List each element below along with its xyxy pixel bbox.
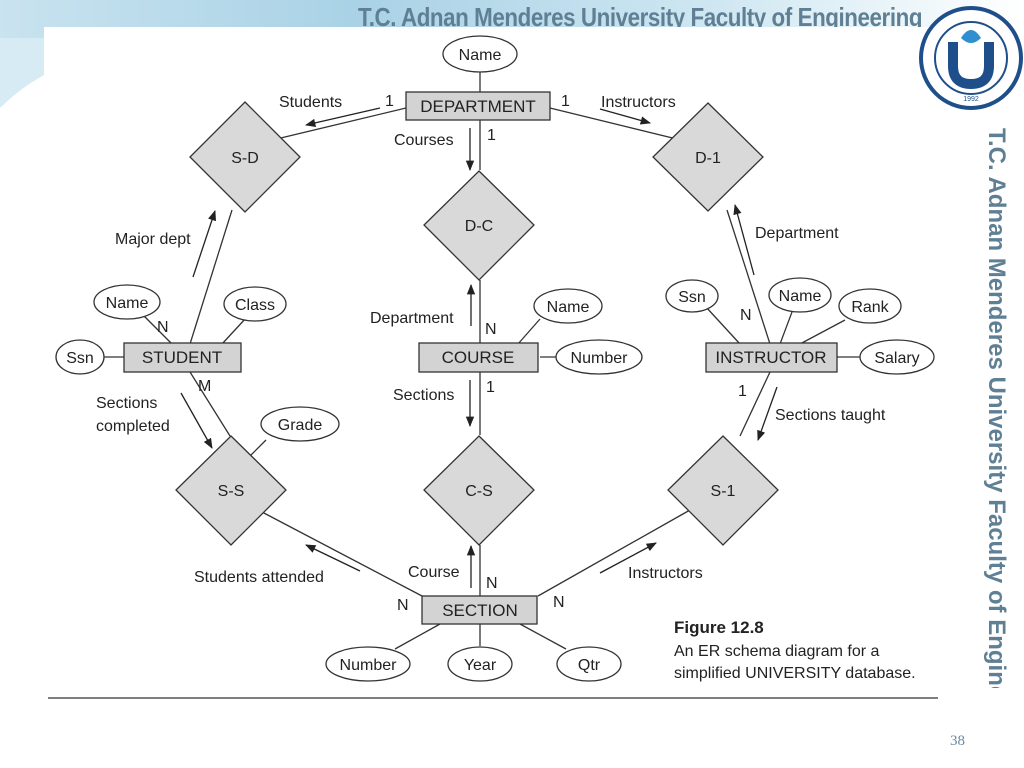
role-label-sections-taught: Sections taught [775,407,886,424]
entity-course [418,342,539,373]
attribute-instr-name [768,277,832,313]
attribute-label-student-class: Class [235,297,275,314]
relationship-label-d1: D-1 [695,150,721,167]
role-label-courses: Courses [394,132,454,149]
svg-text:1992: 1992 [963,96,979,103]
attribute-student-ssn [55,339,105,375]
attribute-label-student-ssn: Ssn [66,350,94,367]
attribute-label-course-name: Name [547,299,590,316]
attribute-label-instr-ssn: Ssn [678,289,706,306]
cardinality-sections: 1 [486,379,495,396]
entity-instructor [705,342,838,373]
attribute-student-class [223,286,287,322]
entity-section [421,595,538,625]
cardinality-student-m: M [198,378,211,395]
attribute-course-number [555,339,643,375]
side-title-text: T.C. Adnan Menderes University Faculty o… [983,128,1010,688]
cardinality-section-right: N [553,594,565,611]
relationship-d1 [652,102,764,212]
attribute-label-grade: Grade [278,417,323,434]
slide-side-title: T.C. Adnan Menderes University Faculty o… [983,128,1010,688]
entity-label-department: DEPARTMENT [420,97,536,116]
relationship-cs [423,435,535,546]
role-label-course: Course [408,564,460,581]
attribute-section-year [447,646,513,682]
attribute-label-instr-name: Name [779,288,822,305]
attribute-label-instr-rank: Rank [851,299,889,316]
connector-lines [102,72,860,650]
figure-caption-title: Figure 12.8 [674,618,764,637]
relationship-ss [175,435,287,546]
attribute-label-course-number: Number [571,350,629,367]
entity-label-instructor: INSTRUCTOR [715,348,826,367]
attribute-instr-ssn [665,279,719,313]
relationship-label-dc: D-C [465,218,493,235]
attribute-grade [260,406,340,442]
attribute-instr-rank [838,288,902,324]
attribute-instr-salary [859,339,935,375]
attribute-label-section-qtr: Qtr [578,657,601,674]
attribute-label-dept-name: Name [459,47,502,64]
relationship-label-ss: S-S [218,483,245,500]
attribute-dept-name [442,35,518,73]
entity-department [405,91,551,121]
role-label-students: Students [279,94,342,111]
role-label-instructors-top: Instructors [601,94,676,111]
cardinality-instructor-1: 1 [738,383,747,400]
attribute-label-student-name: Name [106,295,149,312]
role-label-sections-completed-line2: completed [96,418,170,435]
role-label-major-dept: Major dept [115,231,191,248]
entity-label-course: COURSE [442,348,515,367]
cardinality-courses: 1 [487,127,496,144]
attribute-section-qtr [556,646,622,682]
attribute-label-section-year: Year [464,657,497,674]
cardinality-instructor-n: N [740,307,752,324]
cardinality-instructors: 1 [561,93,570,110]
role-label-instructors-bottom: Instructors [628,565,703,582]
entity-label-student: STUDENT [142,348,222,367]
figure-caption-line1: An ER schema diagram for a [674,643,880,660]
entity-student [123,342,242,373]
relationship-dc [423,170,535,281]
relationship-label-sd: S-D [231,150,259,167]
relationship-sd [189,101,301,213]
cardinality-section-left: N [397,597,409,614]
relationship-s1 [667,435,779,546]
cardinality-students: 1 [385,93,394,110]
cardinality-student-n: N [157,319,169,336]
cardinality-section-course: N [486,575,498,592]
page-number: 38 [950,733,965,749]
relationship-label-cs: C-S [465,483,493,500]
attribute-label-section-number: Number [340,657,398,674]
role-arrows [180,107,778,588]
attribute-label-instr-salary: Salary [874,350,919,367]
entity-label-section: SECTION [442,601,518,620]
university-seal-logo: 1992 [919,6,1023,110]
role-label-students-attended: Students attended [194,569,324,586]
role-label-sections-completed-line1: Sections [96,395,157,412]
relationship-label-s1: S-1 [711,483,736,500]
role-label-department-right: Department [755,225,839,242]
cardinality-course-n: N [485,321,497,338]
attribute-section-number [325,646,411,682]
attribute-course-name [533,288,603,324]
figure-caption-line2: simplified UNIVERSITY database. [674,665,916,682]
role-label-department-left: Department [370,310,454,327]
role-label-sections: Sections [393,387,454,404]
attribute-student-name [93,284,161,320]
